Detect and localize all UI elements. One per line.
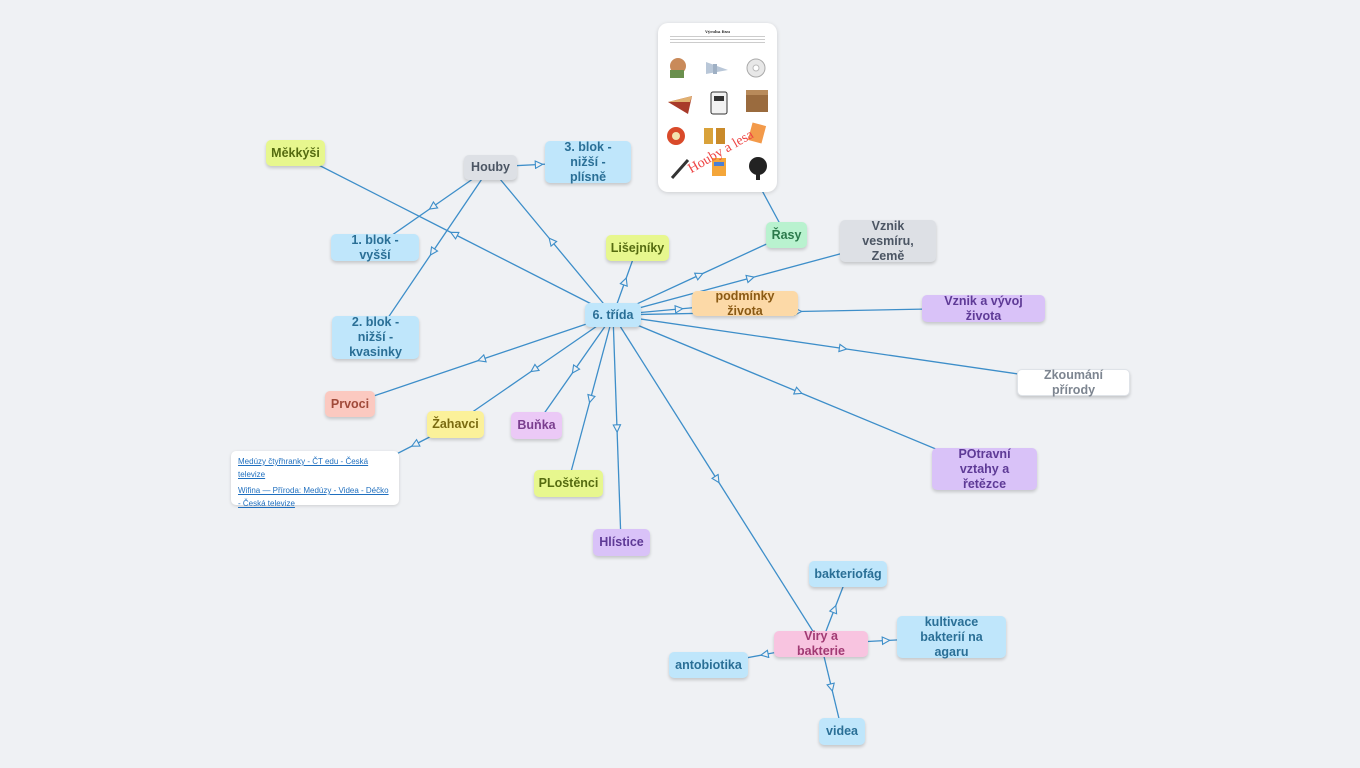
image-card[interactable]: Výroba fixu Houby a lesa: [658, 23, 777, 192]
node-antibiotika[interactable]: antobiotika: [669, 652, 748, 678]
link-meduzy-ct-edu[interactable]: Medúzy čtyřhranky - ČT edu - Česká telev…: [238, 457, 369, 479]
node-lisejniky[interactable]: Lišejníky: [606, 235, 669, 261]
node-vznik-vesmiru[interactable]: Vznik vesmíru, Země: [840, 219, 936, 263]
connector-line: [374, 166, 491, 248]
connector-line: [535, 314, 614, 426]
link-wifina-meduzy[interactable]: Wifina — Příroda: Medúzy - Videa - Déčko…: [238, 486, 389, 508]
illustration-grid-icon: [667, 58, 768, 180]
connector-line: [612, 314, 1074, 383]
image-card-text-lines: [670, 36, 765, 44]
image-card-title: Výroba fixu: [704, 29, 731, 34]
connector-line: [454, 314, 614, 425]
node-blok1[interactable]: 1. blok - vyšší: [331, 233, 419, 262]
connector-line: [294, 152, 614, 316]
connector-line: [374, 166, 491, 338]
node-kultivace[interactable]: kultivace bakterií na agaru: [897, 615, 1006, 659]
node-bakteriofag[interactable]: bakteriofág: [809, 561, 887, 587]
node-prvoci[interactable]: Prvoci: [325, 391, 375, 417]
node-vznik-zivota[interactable]: Vznik a vývoj života: [922, 294, 1045, 323]
node-podminky[interactable]: podmínky života: [692, 289, 798, 318]
connector-line: [612, 234, 787, 316]
connector-line: [612, 314, 822, 645]
connector-line: [613, 314, 622, 543]
image-card-illustrations: Houby a lesa: [667, 58, 768, 180]
node-zahavci[interactable]: Žahavci: [427, 411, 484, 438]
connector-line: [567, 314, 614, 484]
connector-line: [612, 314, 985, 470]
node-plostenci[interactable]: PLoštěnci: [534, 470, 603, 497]
node-mekkysi[interactable]: Měkkýši: [266, 140, 325, 166]
node-zkoumani[interactable]: Zkoumání přírody: [1017, 368, 1130, 397]
node-hlistice[interactable]: Hlístice: [593, 529, 650, 556]
node-bunka[interactable]: Buňka: [511, 412, 562, 439]
central-node[interactable]: 6. třída: [585, 303, 641, 327]
connector-line: [612, 308, 984, 315]
node-blok3[interactable]: 3. blok - nižší - plísně: [545, 140, 631, 184]
node-potravni[interactable]: POtravní vztahy a řetězce: [932, 447, 1037, 491]
node-houby[interactable]: Houby: [464, 155, 517, 180]
node-viry-bakterie[interactable]: Viry a bakterie: [774, 629, 868, 658]
connector-line: [820, 643, 843, 732]
links-box: Medúzy čtyřhranky - ČT edu - Česká telev…: [231, 451, 399, 508]
connector-line: [349, 314, 614, 405]
node-rasy[interactable]: Řasy: [766, 222, 807, 248]
node-blok2[interactable]: 2. blok - nižší -kvasinky: [332, 315, 419, 359]
connector-line: [489, 166, 614, 316]
node-videa[interactable]: videa: [819, 718, 865, 745]
